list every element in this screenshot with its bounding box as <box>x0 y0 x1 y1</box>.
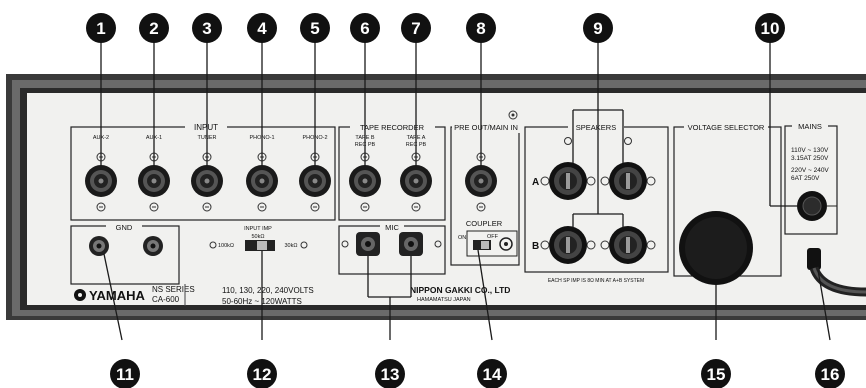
mains-rating-2: 3.15AT 250V <box>791 155 829 162</box>
callout-number: 10 <box>761 19 780 38</box>
power-spec-1: 110, 130, 220, 240VOLTS <box>222 286 314 295</box>
leader-line <box>477 249 493 341</box>
series-label: NS SERIES <box>152 285 195 294</box>
speaker-impedance-note: EACH SP IMP IS 8Ω MIN AT A+B SYSTEM <box>548 278 644 284</box>
callout-3: 3 <box>192 13 222 43</box>
leader-line <box>103 253 123 341</box>
callout-1: 1 <box>86 13 116 43</box>
mic-jack-1 <box>356 232 380 256</box>
rca-jack <box>400 152 432 212</box>
polarity-mark <box>564 137 572 145</box>
callout-number: 12 <box>253 365 272 384</box>
input-group-label: INPUT <box>194 123 218 132</box>
callout-11: 11 <box>110 359 140 388</box>
gnd-terminal-2 <box>143 236 163 256</box>
coupler-on-label: ON <box>458 235 466 241</box>
brand-name: YAMAHA <box>89 288 145 303</box>
speaker-terminal <box>600 162 656 200</box>
coupler-screw <box>499 237 513 251</box>
callout-number: 1 <box>96 19 105 38</box>
panel-screw <box>508 110 518 120</box>
callout-5: 5 <box>300 13 330 43</box>
mic-label: MIC <box>385 223 399 232</box>
callout-number: 6 <box>360 19 369 38</box>
rca-jack <box>465 152 497 212</box>
callout-7: 7 <box>401 13 431 43</box>
voltage-selector-label: VOLTAGE SELECTOR <box>688 123 765 132</box>
gnd-label: GND <box>116 223 133 232</box>
input-imp-left-label: 100kΩ <box>218 243 234 249</box>
speakers-label: SPEAKERS <box>576 123 616 132</box>
rca-jack <box>85 152 117 212</box>
callout-8: 8 <box>466 13 496 43</box>
speaker-terminal <box>540 162 596 200</box>
coupler-frame <box>466 230 518 257</box>
coupler-label: COUPLER <box>466 219 503 228</box>
callout-number: 13 <box>381 365 400 384</box>
callout-number: 8 <box>476 19 485 38</box>
gnd-terminal-1 <box>89 236 109 256</box>
input-imp-label: INPUT IMP <box>244 226 272 232</box>
pre-out-main-in-label: PRE OUT/MAIN IN <box>454 123 518 132</box>
callout-number: 11 <box>116 365 134 384</box>
callout-number: 15 <box>707 365 726 384</box>
mic-jack-2 <box>399 232 423 256</box>
mains-rating-3: 220V ~ 240V <box>791 167 829 174</box>
callout-number: 16 <box>821 365 840 384</box>
callout-15: 15 <box>701 359 731 388</box>
rca-jack <box>299 152 331 212</box>
mains-label: MAINS <box>798 122 822 131</box>
input-imp-right-label: 30kΩ <box>285 243 298 249</box>
speaker-terminal <box>540 226 596 264</box>
callout-number: 14 <box>483 365 502 384</box>
callout-2: 2 <box>139 13 169 43</box>
polarity-mark <box>624 137 632 145</box>
maker-location: HAMAMATSU JAPAN <box>417 297 471 303</box>
coupler-off-label: OFF <box>487 234 499 240</box>
rca-jack <box>349 152 381 212</box>
mains-rating-4: 6AT 250V <box>791 175 820 182</box>
callout-number: 3 <box>202 19 211 38</box>
speaker-pair-letter: B <box>532 241 539 252</box>
rca-jack <box>191 152 223 212</box>
input-imp-center-label: 50kΩ <box>252 234 265 240</box>
model-label: CA-600 <box>152 295 180 304</box>
callout-13: 13 <box>375 359 405 388</box>
callout-14: 14 <box>477 359 507 388</box>
rca-jack <box>138 152 170 212</box>
tape-recorder-label: TAPE RECORDER <box>360 123 425 132</box>
callout-number: 9 <box>593 19 602 38</box>
callout-9: 9 <box>583 13 613 43</box>
power-cord-grommet <box>807 248 821 270</box>
callout-number: 5 <box>310 19 319 38</box>
yamaha-logo <box>74 289 86 301</box>
callout-number: 4 <box>257 19 267 38</box>
speaker-pair-letter: A <box>532 177 539 188</box>
callout-number: 7 <box>411 19 420 38</box>
speaker-terminal <box>600 226 656 264</box>
callout-16: 16 <box>815 359 845 388</box>
leader-line <box>817 269 831 341</box>
rca-jack <box>246 152 278 212</box>
callout-10: 10 <box>755 13 785 43</box>
maker-name: NIPPON GAKKI CO., LTD <box>410 285 510 295</box>
mains-rating-1: 110V ~ 130V <box>791 147 829 154</box>
callout-4: 4 <box>247 13 277 43</box>
callout-number: 2 <box>149 19 158 38</box>
callout-6: 6 <box>350 13 380 43</box>
callout-12: 12 <box>247 359 277 388</box>
